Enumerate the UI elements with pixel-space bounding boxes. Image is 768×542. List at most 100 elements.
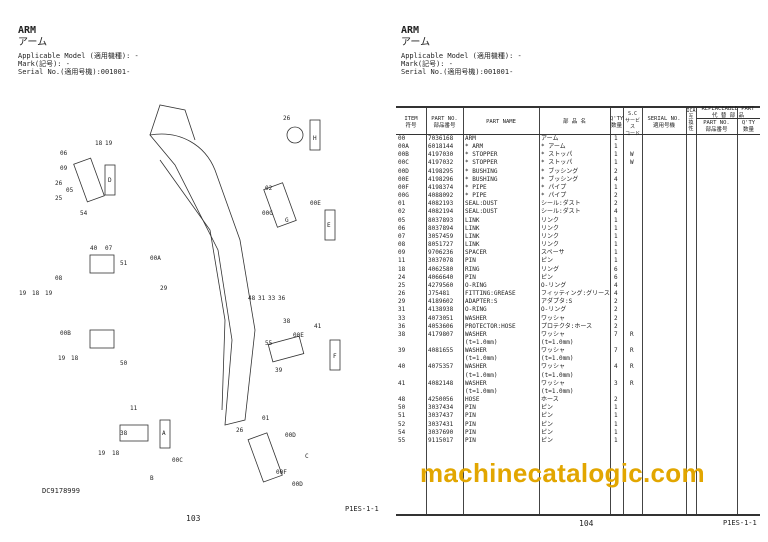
callout: 38 [120, 430, 128, 437]
header-serial: SERIAL NO. [647, 116, 681, 122]
callout: 33 [268, 295, 276, 302]
row-item: 29 [398, 298, 406, 306]
callout: D [108, 177, 112, 184]
callout: 00D [285, 432, 296, 439]
row-name-jp: リンク [541, 224, 560, 232]
row-part-no: 4082148 [428, 379, 454, 387]
row-part-name: PIN [465, 257, 476, 265]
row-part-name: WASHER [465, 363, 487, 371]
row-name-jp: * パイプ [541, 183, 567, 191]
row-part-no: J75481 [428, 290, 450, 298]
row-item: 40 [398, 363, 406, 371]
row-part-name: PIN [465, 420, 476, 428]
row-part-no: 4082194 [428, 208, 454, 216]
row-part-no: 4062580 [428, 265, 454, 273]
header-qty-jp: 数量 [610, 122, 622, 129]
row-name-jp: * パイプ [541, 192, 567, 200]
callout: B [150, 475, 154, 482]
row-sc: R [630, 363, 634, 371]
label-box-e [324, 209, 336, 241]
row-qty: 1 [614, 183, 618, 191]
row-part-no: 4066640 [428, 273, 454, 281]
row-item: 08 [398, 241, 406, 249]
row-part-name: * ARM [465, 143, 484, 151]
header-repl-part: PART NO. [703, 120, 730, 126]
callout: 18 [71, 355, 79, 362]
row-part-name: WASHER [465, 330, 487, 338]
left-page-number: 103 [186, 514, 201, 523]
row-qty: 2 [614, 314, 618, 322]
row-item: 00A [398, 143, 409, 151]
row-part-no: 9115017 [428, 436, 454, 444]
row-item: 52 [398, 420, 406, 428]
header-ica-jp: 互換性 [688, 114, 694, 132]
row-part-no: 8037893 [428, 216, 454, 224]
row-qty: 2 [614, 192, 618, 200]
row-qty: 4 [614, 290, 618, 298]
row-part-no: 3057459 [428, 232, 454, 240]
header-item-jp: 符号 [405, 122, 417, 129]
callout: 19 [58, 355, 66, 362]
callout: 01 [262, 415, 270, 422]
callout: 00F [276, 469, 287, 476]
row-name-jp: (t=1.0mm) [541, 371, 574, 379]
row-part-no: 4198296 [428, 175, 454, 183]
row-name-jp: (t=1.0mm) [541, 339, 574, 346]
row-part-name: (t=1.0mm) [465, 387, 498, 395]
row-part-name: (t=1.0mm) [465, 371, 498, 379]
serial: Serial No.(適用号機):001001- [401, 68, 514, 76]
callout: 41 [314, 323, 322, 330]
row-item: 00B [398, 151, 409, 159]
row-name-jp: (t=1.0mm) [541, 387, 574, 395]
callout: 19 [45, 290, 53, 297]
table-row: (t=1.0mm)(t=1.0mm) [396, 339, 760, 347]
row-part-no: 4053606 [428, 322, 454, 330]
row-name-jp: ホース [541, 396, 559, 404]
row-item: 54 [398, 428, 406, 436]
row-part-no: 4189602 [428, 298, 454, 306]
header-ica: ICA [686, 108, 696, 114]
row-name-jp: ピン [541, 420, 554, 428]
row-part-name: (t=1.0mm) [465, 355, 498, 363]
part-group-e [263, 182, 297, 228]
callout: A [162, 430, 166, 437]
row-qty: 2 [614, 396, 618, 404]
title-jp: アーム [401, 37, 431, 48]
row-item: 41 [398, 379, 406, 387]
row-part-name: RING [465, 265, 480, 273]
row-name-jp: ワッシャ [541, 347, 566, 355]
callout: E [327, 222, 331, 229]
row-name-jp: シール:ダスト [541, 200, 581, 208]
row-item: 09 [398, 249, 406, 257]
row-part-name: * PIPE [465, 183, 487, 191]
header-qty: Q'TY [610, 116, 624, 122]
row-qty: 4 [614, 363, 618, 371]
row-item: 38 [398, 330, 406, 338]
table-row: (t=1.0mm) (t=1.0mm) [396, 372, 760, 380]
label-box-a [159, 419, 171, 449]
ring-part [286, 126, 304, 144]
row-name-jp: シール:ダスト [541, 208, 581, 216]
row-name-jp: (t=1.0mm) [541, 355, 574, 363]
row-item: 07 [398, 232, 406, 240]
row-part-name: WASHER [465, 314, 487, 322]
header-part-name: PART NAME [486, 119, 516, 125]
row-item: 00E [398, 175, 409, 183]
